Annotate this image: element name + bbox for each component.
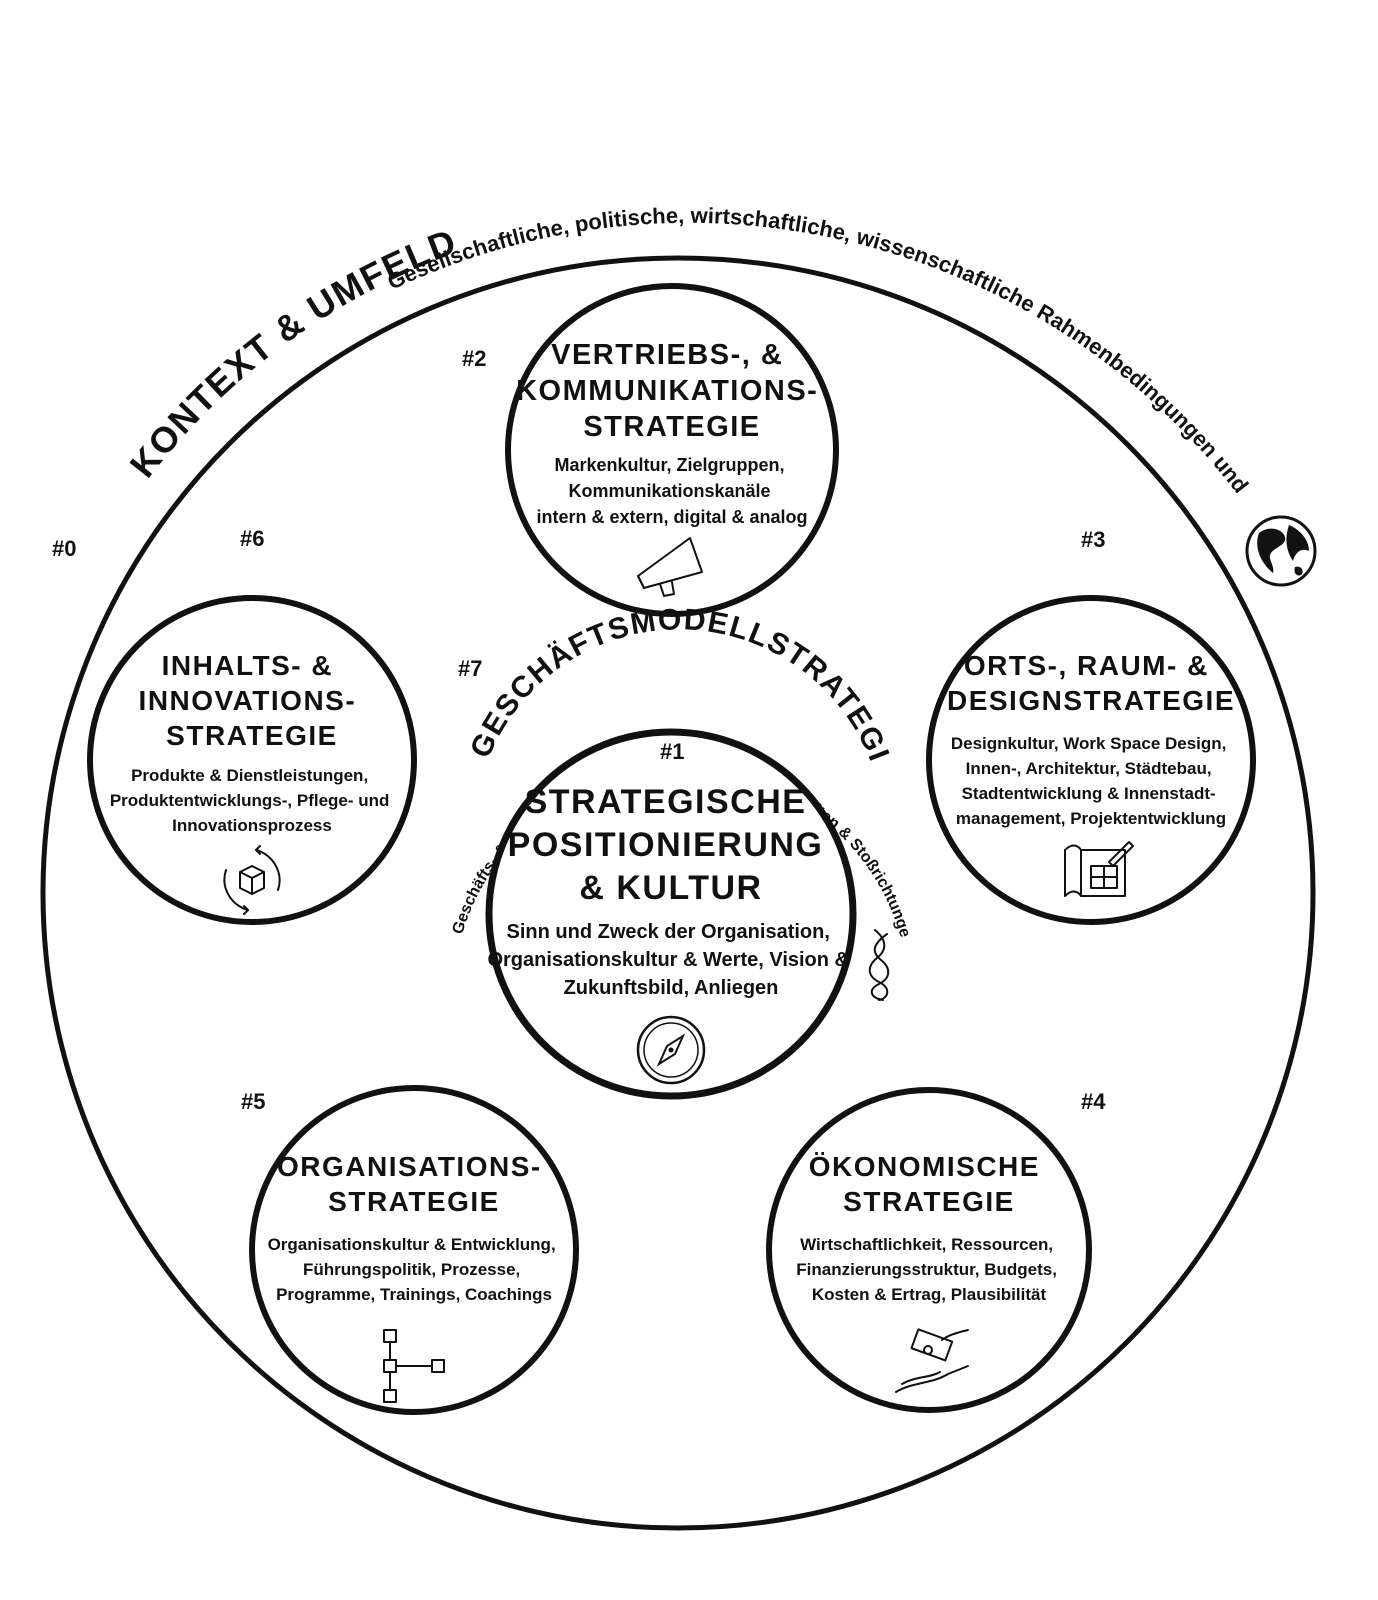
strategy-vertrieb: #2 VERTRIEBS-, & KOMMUNIKATIONS- STRATEG… [462, 283, 839, 617]
org-chart-icon [383, 1329, 445, 1403]
orts-body: Designkultur, Work Space Design, Innen-,… [951, 734, 1231, 828]
number-3: #3 [1081, 527, 1105, 552]
number-1: #1 [660, 739, 684, 764]
compass-icon [636, 1015, 706, 1085]
organisation-body: Organisationskultur & Entwicklung, Führu… [268, 1235, 561, 1304]
strategy-center: #1 STRATEGISCHE POSITIONIERUNG & KULTUR … [485, 728, 857, 1100]
number-0: #0 [52, 536, 76, 561]
vertrieb-body: Markenkultur, Zielgruppen, Kommunikation… [536, 455, 807, 527]
strategy-organisation: #5 ORGANISATIONS- STRATEGIE Organisation… [241, 1085, 579, 1415]
inhalt-body: Produkte & Dienstleistungen, Produktentw… [110, 766, 394, 835]
blueprint-icon [1064, 841, 1134, 897]
oekonomisch-body: Wirtschaftlichkeit, Ressourcen, Finanzie… [796, 1235, 1061, 1304]
product-cycle-icon [223, 845, 281, 915]
inhalt-title: INHALTS- & INNOVATIONS- STRATEGIE [139, 650, 366, 751]
number-7: #7 [458, 656, 482, 681]
strategy-inhalt: #6 INHALTS- & INNOVATIONS- STRATEGIE Pro… [87, 526, 417, 925]
globe-icon [1245, 515, 1317, 587]
center-title: STRATEGISCHE POSITIONIERUNG & KULTUR [508, 783, 835, 907]
vertrieb-title: VERTRIEBS-, & KOMMUNIKATIONS- STRATEGIE [516, 339, 828, 443]
strategy-oekonomisch: #4 ÖKONOMISCHE STRATEGIE Wirtschaftlichk… [766, 1087, 1106, 1413]
number-4: #4 [1081, 1089, 1106, 1114]
center-body: Sinn und Zweck der Organisation, Organis… [487, 921, 854, 999]
money-hand-icon [895, 1328, 969, 1393]
organisation-title: ORGANISATIONS- STRATEGIE [277, 1151, 551, 1217]
number-2: #2 [462, 346, 486, 371]
megaphone-icon [637, 537, 703, 597]
number-6: #6 [240, 526, 264, 551]
oekonomisch-title: ÖKONOMISCHE STRATEGIE [809, 1151, 1049, 1217]
strategy-orts: #3 ORTS-, RAUM- & DESIGNSTRATEGIE Design… [926, 527, 1256, 925]
knot-icon [868, 929, 890, 1001]
number-5: #5 [241, 1089, 265, 1114]
orts-title: ORTS-, RAUM- & DESIGNSTRATEGIE [947, 650, 1235, 716]
